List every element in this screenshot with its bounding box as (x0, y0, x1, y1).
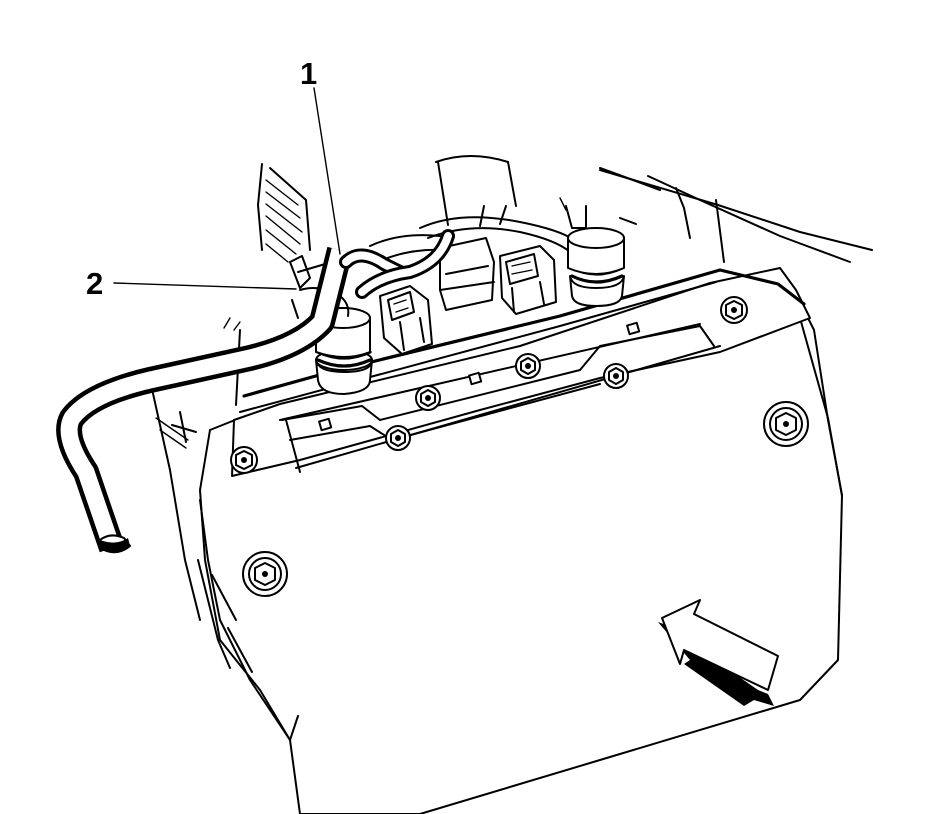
bolt-5 (603, 363, 629, 389)
vent-pipe (339, 229, 455, 299)
bolt-8 (242, 551, 288, 597)
bolt-1 (230, 446, 258, 474)
electrical-connectors (369, 205, 575, 355)
callout-1: 1 (300, 56, 341, 255)
bolt-7 (763, 401, 809, 447)
vent-hose (56, 246, 353, 554)
bolt-3 (415, 385, 441, 411)
leader-line-1 (313, 87, 341, 255)
callout-label-2: 2 (86, 266, 103, 301)
callout-2: 2 (86, 266, 297, 301)
bolt-2 (385, 425, 411, 451)
view-direction-arrow-icon (658, 599, 779, 706)
leader-line-2 (113, 282, 297, 290)
callout-label-1: 1 (300, 56, 317, 91)
bolts (230, 296, 809, 597)
bolt-4 (515, 353, 541, 379)
bolt-6 (720, 296, 748, 324)
solenoid-right (559, 197, 637, 307)
